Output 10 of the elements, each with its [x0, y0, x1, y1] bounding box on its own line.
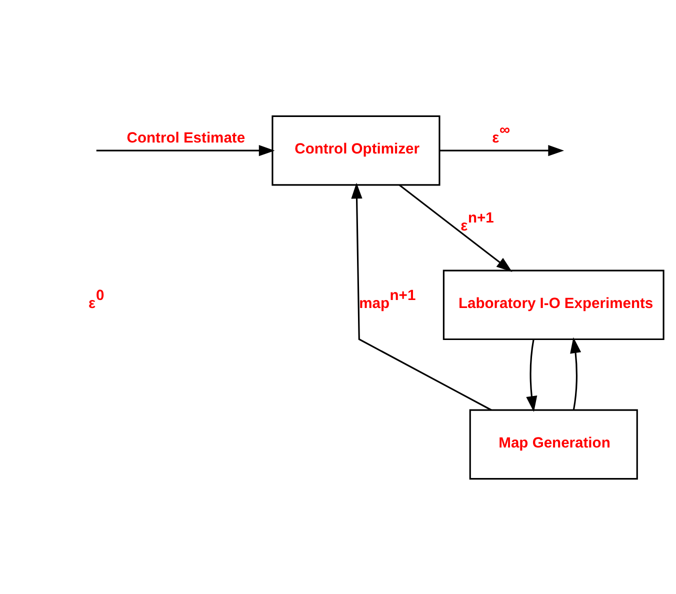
- arrow: [96, 144, 275, 156]
- arrow: [398, 184, 512, 272]
- arrow: [526, 338, 538, 412]
- arrow: [570, 336, 582, 410]
- node-box: Laboratory I-O Experiments: [442, 269, 664, 340]
- edge-label: Control Estimate: [126, 130, 246, 146]
- node-box: Map Generation: [469, 408, 638, 480]
- node-box: Control Optimizer: [272, 114, 440, 186]
- arrow: [351, 182, 492, 410]
- arrow: [440, 144, 564, 156]
